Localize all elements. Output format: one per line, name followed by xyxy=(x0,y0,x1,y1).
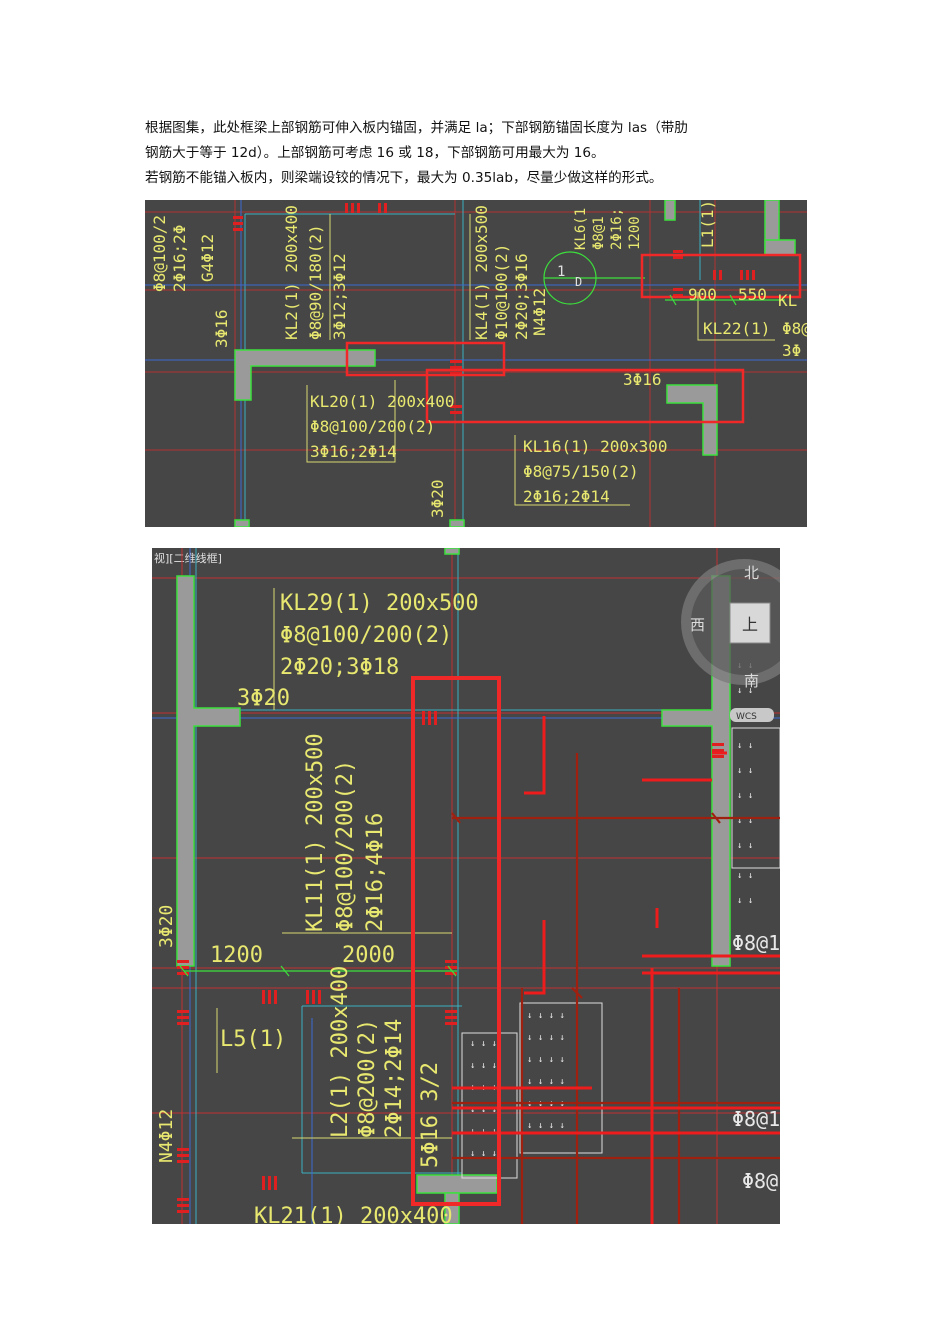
kl2-label-1: KL2(1) 200x400 xyxy=(282,205,301,340)
right-ph8-label-1: Φ8@1 xyxy=(732,931,780,955)
left-col-label-1: Φ8@100/2 xyxy=(150,215,169,292)
kl11-label-2: Φ8@100/200(2) xyxy=(333,760,358,932)
kl6-label-2: Φ8@1 xyxy=(591,216,607,250)
svg-text:↓ ↓ ↓: ↓ ↓ ↓ xyxy=(470,1061,497,1071)
view-cube-top[interactable]: 上 xyxy=(742,615,758,634)
svg-text:↓ ↓: ↓ ↓ xyxy=(737,816,753,826)
dim-1200: 1200 xyxy=(210,943,263,968)
l5-label: L5(1) xyxy=(220,1027,286,1052)
kl20-label-3: 3Φ16;2Φ14 xyxy=(310,442,397,461)
bottom-bar-label: 5Φ16 3/2 xyxy=(418,1062,443,1168)
svg-text:↓ ↓: ↓ ↓ xyxy=(737,791,753,801)
kl11-label-3: 2Φ16;4Φ16 xyxy=(363,813,388,932)
right-3ph-label: 3Φ xyxy=(782,341,801,360)
kl16-label-2: Φ8@75/150(2) xyxy=(523,462,639,481)
svg-text:↓ ↓ ↓: ↓ ↓ ↓ xyxy=(470,1039,497,1049)
kl29-label-3: 2Φ20;3Φ18 xyxy=(280,655,399,680)
right-ph8-label: Φ8@ xyxy=(782,319,807,338)
svg-text:↓ ↓: ↓ ↓ xyxy=(737,841,753,851)
l2-label-3: 2Φ14;2Φ14 xyxy=(382,1019,407,1138)
view-tab: 视][二维线框] xyxy=(154,551,222,565)
kl2-label-3: 3Φ12;3Φ12 xyxy=(330,253,349,340)
kl16-label-1: KL16(1) 200x300 xyxy=(523,437,668,456)
dim-550: 550 xyxy=(738,285,767,304)
svg-text:↓ ↓: ↓ ↓ xyxy=(737,896,753,906)
cad-figure-1: 1 D xyxy=(145,200,807,527)
compass-north: 北 xyxy=(744,564,759,582)
kl4-label-3: 2Φ20;3Φ16 xyxy=(512,253,531,340)
svg-text:↓ ↓: ↓ ↓ xyxy=(737,741,753,751)
left-col-label-2: 2Φ16;2Φ xyxy=(170,225,189,292)
svg-text:↓ ↓ ↓ ↓: ↓ ↓ ↓ ↓ xyxy=(527,1121,565,1131)
kl6-label-4: 1200 xyxy=(627,216,643,250)
kl6-label-3: 2Φ16; xyxy=(609,208,625,250)
highlight-box xyxy=(411,676,501,1206)
kl22-label: KL22(1) xyxy=(703,319,770,338)
svg-text:↓ ↓ ↓: ↓ ↓ ↓ xyxy=(470,1149,497,1159)
right-ph8-label-3: Φ8@ xyxy=(742,1169,778,1193)
kl11-label-1: KL11(1) 200x500 xyxy=(303,733,328,932)
kl20-label-1: KL20(1) 200x400 xyxy=(310,392,455,411)
wcs-label[interactable]: WCS xyxy=(736,712,757,722)
svg-text:↓ ↓: ↓ ↓ xyxy=(737,766,753,776)
bar-label-3ph16-mid: 3Φ16 xyxy=(623,370,662,389)
paragraph-line-2: 钢筋大于等于 12d）。上部钢筋可考虑 16 或 18，下部钢筋可用最大为 16… xyxy=(145,145,605,161)
kl4-label-1: KL4(1) 200x500 xyxy=(472,205,491,340)
l2-label-1: L2(1) 200x400 xyxy=(328,966,353,1138)
kl4-label-2: Φ10@100(2) xyxy=(492,244,511,340)
axis-letter: D xyxy=(575,275,582,289)
n4-label: N4Φ12 xyxy=(156,1109,177,1163)
kl2-label-2: Φ8@90/180(2) xyxy=(306,224,325,340)
right-ph8-label-2: Φ8@1 xyxy=(732,1107,780,1131)
dim-900: 900 xyxy=(688,285,717,304)
paragraph-line-1: 根据图集，此处框梁上部钢筋可伸入板内锚固，并满足 la；下部钢筋锚固长度为 la… xyxy=(145,120,688,136)
cad-figure-2: 视][二维线框] xyxy=(152,548,780,1224)
compass-south: 南 xyxy=(744,672,759,690)
left-col-label-3: G4Φ12 xyxy=(198,234,217,282)
l2-label-2: Φ8@200(2) xyxy=(355,1019,380,1138)
cad-drawing-2: 视][二维线框] xyxy=(152,548,780,1224)
svg-text:↓ ↓ ↓ ↓: ↓ ↓ ↓ ↓ xyxy=(527,1011,565,1021)
svg-text:↓ ↓ ↓: ↓ ↓ ↓ xyxy=(470,1105,497,1115)
paragraph-line-3: 若钢筋不能锚入板内，则梁端设铰的情况下，最大为 0.35lab，尽量少做这样的形… xyxy=(145,170,663,186)
kl20-label-2: Φ8@100/200(2) xyxy=(310,417,435,436)
kl-right-label: KL xyxy=(778,291,797,310)
dim-2000: 2000 xyxy=(342,943,395,968)
kl29-label-2: Φ8@100/200(2) xyxy=(280,623,452,648)
bar-label-3ph16-left: 3Φ16 xyxy=(212,309,231,348)
svg-text:↓ ↓: ↓ ↓ xyxy=(737,871,753,881)
svg-text:↓ ↓ ↓ ↓: ↓ ↓ ↓ ↓ xyxy=(527,1077,565,1087)
bar-label-3ph20: 3Φ20 xyxy=(428,479,447,518)
svg-text:↓ ↓ ↓ ↓: ↓ ↓ ↓ ↓ xyxy=(527,1055,565,1065)
svg-text:↓ ↓ ↓ ↓: ↓ ↓ ↓ ↓ xyxy=(527,1033,565,1043)
kl6-label-1: KL6(1 xyxy=(573,208,589,250)
l1-label: L1(1) xyxy=(698,200,717,248)
kl21-label: KL21(1) 200x400 xyxy=(254,1204,453,1224)
compass-west: 西 xyxy=(690,616,705,634)
view-cube[interactable]: 上 北 西 南 WCS xyxy=(681,559,780,722)
cad-drawing-1: 1 D xyxy=(145,200,807,527)
svg-text:↓ ↓: ↓ ↓ xyxy=(737,686,753,696)
kl16-label-3: 2Φ16;2Φ14 xyxy=(523,487,610,506)
bar-label-3ph20-h: 3Φ20 xyxy=(237,686,290,711)
kl4-label-4: N4Φ12 xyxy=(530,288,549,336)
kl29-label-1: KL29(1) 200x500 xyxy=(280,591,479,616)
bar-label-3ph20-v: 3Φ20 xyxy=(156,905,177,948)
axis-number: 1 xyxy=(557,264,565,280)
